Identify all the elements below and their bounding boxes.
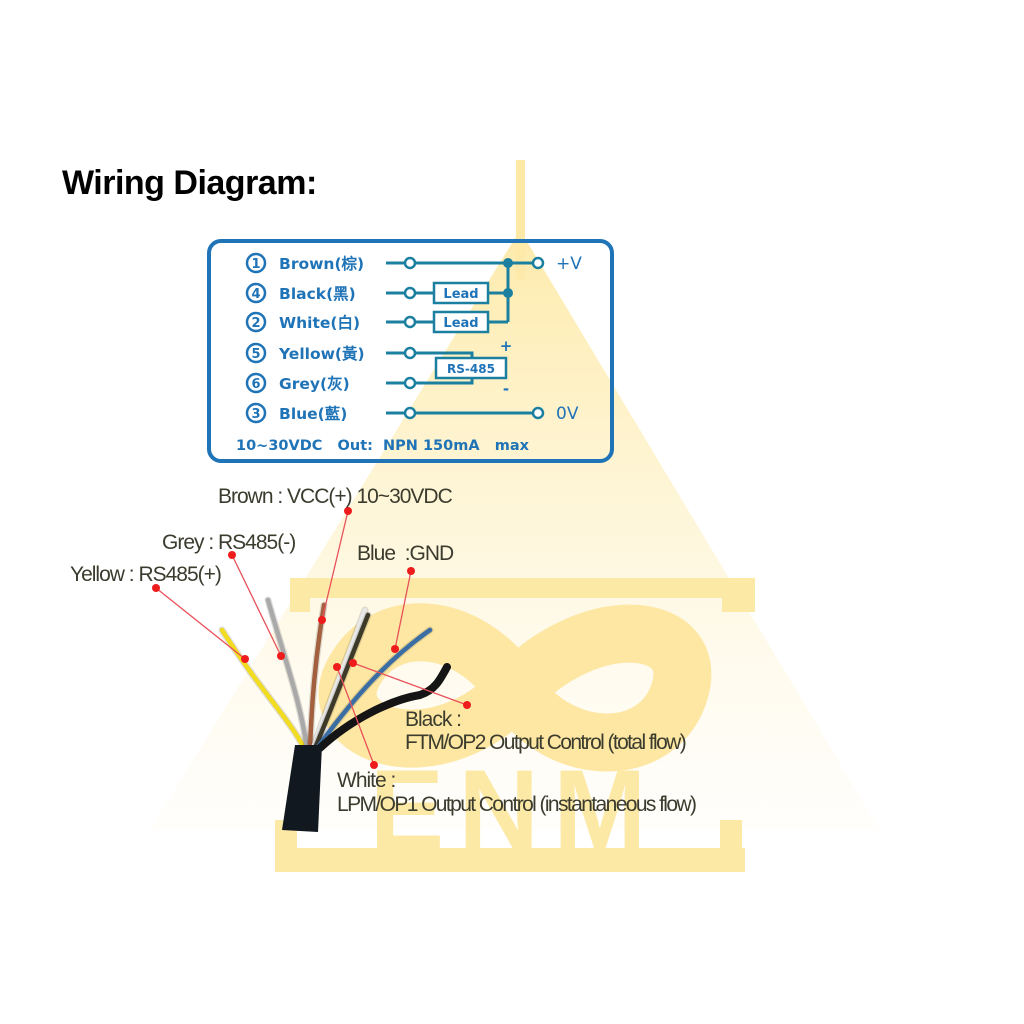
black-leader-dot (463, 701, 471, 709)
brown-leader-line (321, 510, 349, 621)
pin-number-badge (245, 252, 267, 274)
yellow-leader-dot (152, 584, 160, 592)
pin-number: 2 (251, 316, 260, 331)
watermark-brackets (275, 578, 755, 872)
white-wire-dot (333, 663, 341, 671)
schematic-row: 3 Blue(藍) (245, 402, 417, 424)
white-leader-line (336, 666, 375, 766)
brown-wire-dot (318, 616, 326, 624)
callout-yellow: Yellow : RS485(+) (70, 563, 222, 586)
infinity-icon (318, 603, 712, 772)
pin-number: 1 (251, 257, 260, 272)
pin-number-badge (245, 282, 267, 304)
black-wire-dot (349, 659, 357, 667)
minus-sign: - (503, 380, 509, 398)
lead-box-label: Lead (443, 316, 478, 331)
yellow-wire (219, 627, 307, 751)
grey-leader-dot (228, 551, 236, 559)
grey-wire-dot (277, 652, 285, 660)
grey-wire (265, 597, 310, 751)
black-wire (316, 663, 451, 752)
yellow-wire-dot (241, 655, 249, 663)
terminal-icon (531, 406, 545, 420)
callout-black-title: Black : (405, 708, 462, 731)
plus-sign: + (500, 337, 513, 355)
schematic-row: 6 Grey(灰) (245, 372, 417, 394)
wire-label: White(白) (279, 313, 360, 332)
zero-v-label: 0V (556, 404, 579, 424)
pin-number: 4 (251, 287, 260, 302)
blue-leader-dot (407, 567, 415, 575)
svg-text:ENM: ENM (370, 747, 661, 872)
blue-leader-line (394, 570, 412, 650)
schematic-row: 5 Yellow(黃) (245, 342, 417, 364)
cable-sheath (282, 745, 322, 832)
callout-black-desc: FTM/OP2 Output Control (total flow) (405, 731, 687, 754)
white-leader-dot (370, 761, 378, 769)
grey-leader-line (231, 554, 282, 657)
plus-v-label: +V (556, 254, 582, 274)
callout-blue: Blue :GND (357, 542, 454, 565)
wire-label: Brown(棕) (279, 254, 364, 273)
pin-number: 5 (251, 347, 260, 362)
schematic-line (415, 351, 474, 385)
pin-number-badge (245, 342, 267, 364)
schematic-row: 2 White(白) (245, 311, 417, 333)
brown-leader-dot (344, 507, 352, 515)
pin-number-badge (245, 311, 267, 333)
pin-number: 6 (251, 377, 260, 392)
page-title: Wiring Diagram: (62, 164, 317, 202)
blue-wire (314, 627, 433, 751)
black-leader-line (352, 662, 468, 706)
watermark-logo-text: ENM (370, 747, 661, 872)
callout-brown: Brown : VCC(+) 10~30VDC (218, 485, 453, 508)
wire-label: Black(黑) (279, 285, 356, 303)
pin-number-badge (245, 402, 267, 424)
schematic-row: 4 Black(黑) (245, 282, 417, 304)
wire-label: Grey(灰) (279, 374, 350, 393)
blue-wire-dot (391, 645, 399, 653)
callout-white-desc: LPM/OP1 Output Control (instantaneous fl… (337, 793, 697, 816)
schematic-row: 1 Brown(棕) (245, 252, 417, 274)
pin-number: 3 (251, 407, 260, 422)
schematic-footer: 10~30VDC Out: NPN 150mA max (236, 438, 530, 454)
schematic-border (207, 239, 614, 463)
callout-white-title: White : (337, 769, 396, 792)
terminal-icon (531, 256, 545, 270)
wire-label: Yellow(黃) (278, 344, 365, 363)
wire-label: Blue(藍) (279, 404, 347, 423)
pin-number-badge (245, 372, 267, 394)
rs485-box-label: RS-485 (447, 362, 495, 376)
callout-grey: Grey : RS485(-) (162, 531, 296, 554)
lead-box-label: Lead (443, 287, 478, 302)
yellow-leader-line (155, 587, 246, 660)
